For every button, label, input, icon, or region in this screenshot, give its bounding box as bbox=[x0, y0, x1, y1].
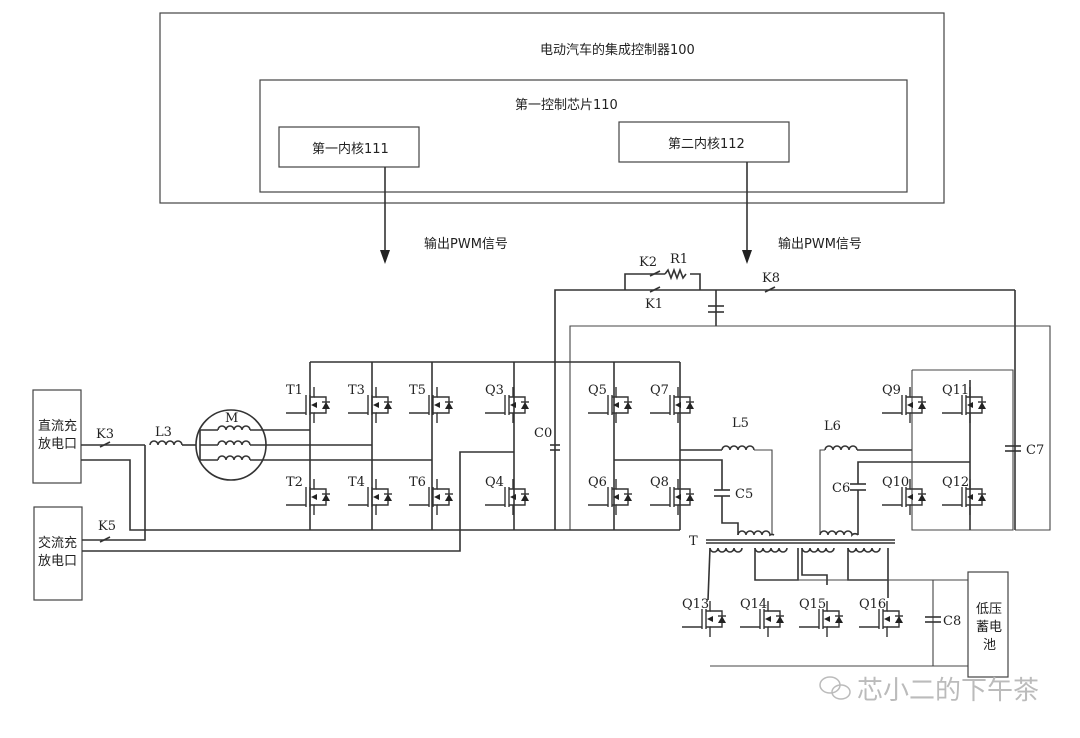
rectifier-frame bbox=[710, 579, 968, 667]
label-l6: L6 bbox=[824, 419, 841, 434]
mosfet-q3: Q3 bbox=[485, 383, 529, 423]
core1-label: 第一内核111 bbox=[312, 141, 389, 157]
label-q5: Q5 bbox=[588, 383, 607, 398]
dc-charge-port[interactable] bbox=[32, 389, 82, 484]
label-c0: C0 bbox=[534, 426, 552, 441]
inverter-bus bbox=[309, 361, 681, 531]
label-q13: Q13 bbox=[682, 597, 709, 612]
wechat-icon bbox=[819, 676, 851, 700]
inductor-l6 bbox=[824, 445, 858, 451]
ac-charge-port[interactable] bbox=[33, 506, 83, 601]
controller-title: 电动汽车的集成控制器100 bbox=[540, 42, 695, 58]
switch-k8[interactable] bbox=[764, 286, 776, 293]
label-q6: Q6 bbox=[588, 475, 607, 490]
inductor-l5 bbox=[721, 445, 755, 451]
dc-port-label-1: 直流充 bbox=[38, 418, 77, 434]
transformer-windings bbox=[707, 530, 889, 601]
label-t4: T4 bbox=[348, 475, 365, 490]
capacitor-c5 bbox=[714, 489, 730, 497]
label-q4: Q4 bbox=[485, 475, 504, 490]
label-t3: T3 bbox=[348, 383, 365, 398]
capacitor-c7 bbox=[1005, 445, 1021, 452]
motor-windings bbox=[199, 425, 432, 461]
label-transformer: T bbox=[689, 534, 698, 549]
mosfet-t6: T6 bbox=[409, 475, 453, 515]
mosfet-q4: Q4 bbox=[485, 475, 529, 515]
switch-k2[interactable] bbox=[649, 270, 661, 277]
mosfet-t5: T5 bbox=[409, 383, 453, 423]
label-l3: L3 bbox=[155, 425, 172, 440]
label-r1: R1 bbox=[670, 252, 688, 267]
label-c8: C8 bbox=[943, 614, 961, 629]
label-q12: Q12 bbox=[942, 475, 969, 490]
label-q3: Q3 bbox=[485, 383, 504, 398]
pwm-arrow-left bbox=[380, 167, 390, 264]
mosfet-q5: Q5 bbox=[588, 383, 632, 423]
inductor-l3 bbox=[149, 440, 183, 446]
label-q9: Q9 bbox=[882, 383, 901, 398]
ac-port-label-2: 放电口 bbox=[38, 554, 77, 569]
mosfet-q10: Q10 bbox=[882, 475, 926, 515]
mosfet-q9: Q9 bbox=[882, 383, 926, 423]
mosfet-t4: T4 bbox=[348, 475, 392, 515]
label-t2: T2 bbox=[286, 475, 303, 490]
lv-battery-label-1: 低压 bbox=[976, 602, 1002, 617]
label-k5: K5 bbox=[98, 519, 116, 534]
resistor-r1 bbox=[664, 267, 687, 281]
label-k3: K3 bbox=[96, 427, 114, 442]
mosfet-q14: Q14 bbox=[740, 597, 784, 637]
core2-label: 第二内核112 bbox=[668, 136, 745, 152]
switch-k3[interactable] bbox=[99, 441, 111, 448]
mosfet-q8: Q8 bbox=[650, 475, 694, 515]
ac-port-label-1: 交流充 bbox=[38, 535, 77, 551]
lv-battery[interactable] bbox=[967, 571, 1009, 678]
mosfet-q11: Q11 bbox=[942, 383, 986, 423]
switch-k5[interactable] bbox=[99, 536, 111, 543]
mosfet-q12: Q12 bbox=[942, 475, 986, 515]
mosfet-q15: Q15 bbox=[799, 597, 843, 637]
capacitor-c6 bbox=[850, 483, 866, 491]
label-k8: K8 bbox=[762, 271, 780, 286]
mosfet-q13: Q13 bbox=[682, 597, 726, 637]
label-q7: Q7 bbox=[650, 383, 669, 398]
mosfet-q16: Q16 bbox=[859, 597, 903, 637]
capacitor-c0 bbox=[550, 444, 560, 451]
chip-title: 第一控制芯片110 bbox=[515, 98, 618, 113]
label-q11: Q11 bbox=[942, 383, 969, 398]
label-q10: Q10 bbox=[882, 475, 909, 490]
label-l5: L5 bbox=[732, 416, 749, 431]
label-c5: C5 bbox=[735, 487, 753, 502]
hv-rail-2 bbox=[569, 325, 1051, 531]
pwm-arrow-right bbox=[742, 162, 752, 264]
label-k2: K2 bbox=[639, 255, 657, 270]
mosfet-t2: T2 bbox=[286, 475, 330, 515]
label-q15: Q15 bbox=[799, 597, 826, 612]
mosfet-t3: T3 bbox=[348, 383, 392, 423]
label-q16: Q16 bbox=[859, 597, 886, 612]
label-t1: T1 bbox=[286, 383, 303, 398]
label-c6: C6 bbox=[832, 481, 850, 496]
label-q14: Q14 bbox=[740, 597, 767, 612]
watermark-text: 芯小二的下午茶 bbox=[857, 676, 1039, 706]
lv-battery-label-2: 蓄电 bbox=[976, 620, 1002, 635]
label-motor: M bbox=[225, 411, 238, 426]
dc-port-label-2: 放电口 bbox=[38, 437, 77, 452]
bridge2-frame bbox=[911, 369, 1014, 531]
pwm-label-right: 输出PWM信号 bbox=[778, 236, 862, 252]
pwm-label-left: 输出PWM信号 bbox=[424, 236, 508, 252]
mosfet-t1: T1 bbox=[286, 383, 330, 423]
label-q8: Q8 bbox=[650, 475, 669, 490]
label-t6: T6 bbox=[409, 475, 426, 490]
capacitor-c8 bbox=[925, 616, 941, 623]
label-t5: T5 bbox=[409, 383, 426, 398]
mosfet-q7: Q7 bbox=[650, 383, 694, 423]
lv-battery-label-3: 池 bbox=[983, 638, 996, 653]
mosfet-q6: Q6 bbox=[588, 475, 632, 515]
switch-k1[interactable] bbox=[649, 286, 661, 293]
label-c7: C7 bbox=[1026, 443, 1044, 458]
label-k1: K1 bbox=[645, 297, 663, 312]
core1-box[interactable] bbox=[278, 126, 420, 168]
core2-box[interactable] bbox=[618, 121, 790, 163]
